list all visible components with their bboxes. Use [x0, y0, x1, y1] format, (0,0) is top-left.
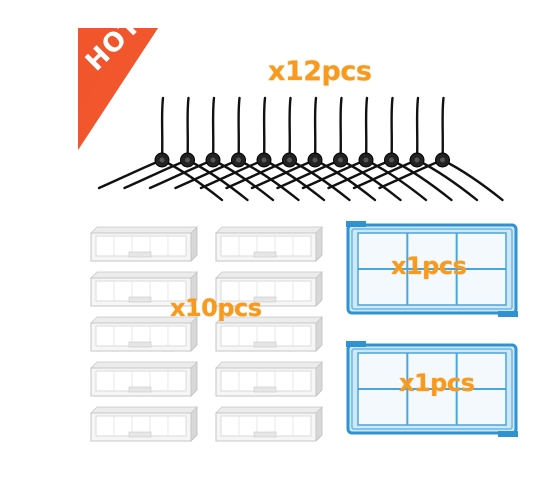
side-brush — [225, 96, 351, 202]
side-brush — [327, 96, 453, 202]
primary-filters — [346, 221, 518, 437]
side-brushes — [97, 96, 504, 202]
side-brush — [174, 96, 300, 202]
side-brush — [199, 96, 326, 202]
hepa-filters — [90, 226, 323, 442]
hepa-filter — [215, 406, 323, 442]
primary-filter — [346, 221, 518, 317]
hepa-filter-quantity-label: x10pcs — [170, 294, 262, 322]
hepa-filter — [90, 271, 198, 307]
primary-filter-quantity-label-1: x1pcs — [391, 252, 467, 280]
hepa-filter — [90, 361, 198, 397]
side-brush-quantity-label: x12pcs — [268, 56, 372, 87]
side-brush — [148, 96, 275, 202]
hepa-filter — [90, 226, 198, 262]
side-brush — [123, 96, 249, 202]
side-brush — [250, 96, 377, 202]
hepa-filter — [215, 316, 323, 352]
primary-filter-quantity-label-2: x1pcs — [399, 369, 475, 397]
primary-filter — [346, 341, 518, 437]
hepa-filter — [215, 271, 323, 307]
side-brush — [276, 96, 402, 202]
side-brush — [301, 96, 428, 202]
side-brush — [97, 96, 224, 202]
hepa-filter — [90, 316, 198, 352]
side-brush — [378, 96, 504, 202]
hepa-filter — [215, 226, 323, 262]
hot-badge — [78, 28, 158, 150]
hepa-filter — [215, 361, 323, 397]
hepa-filter — [90, 406, 198, 442]
side-brush — [352, 96, 479, 202]
